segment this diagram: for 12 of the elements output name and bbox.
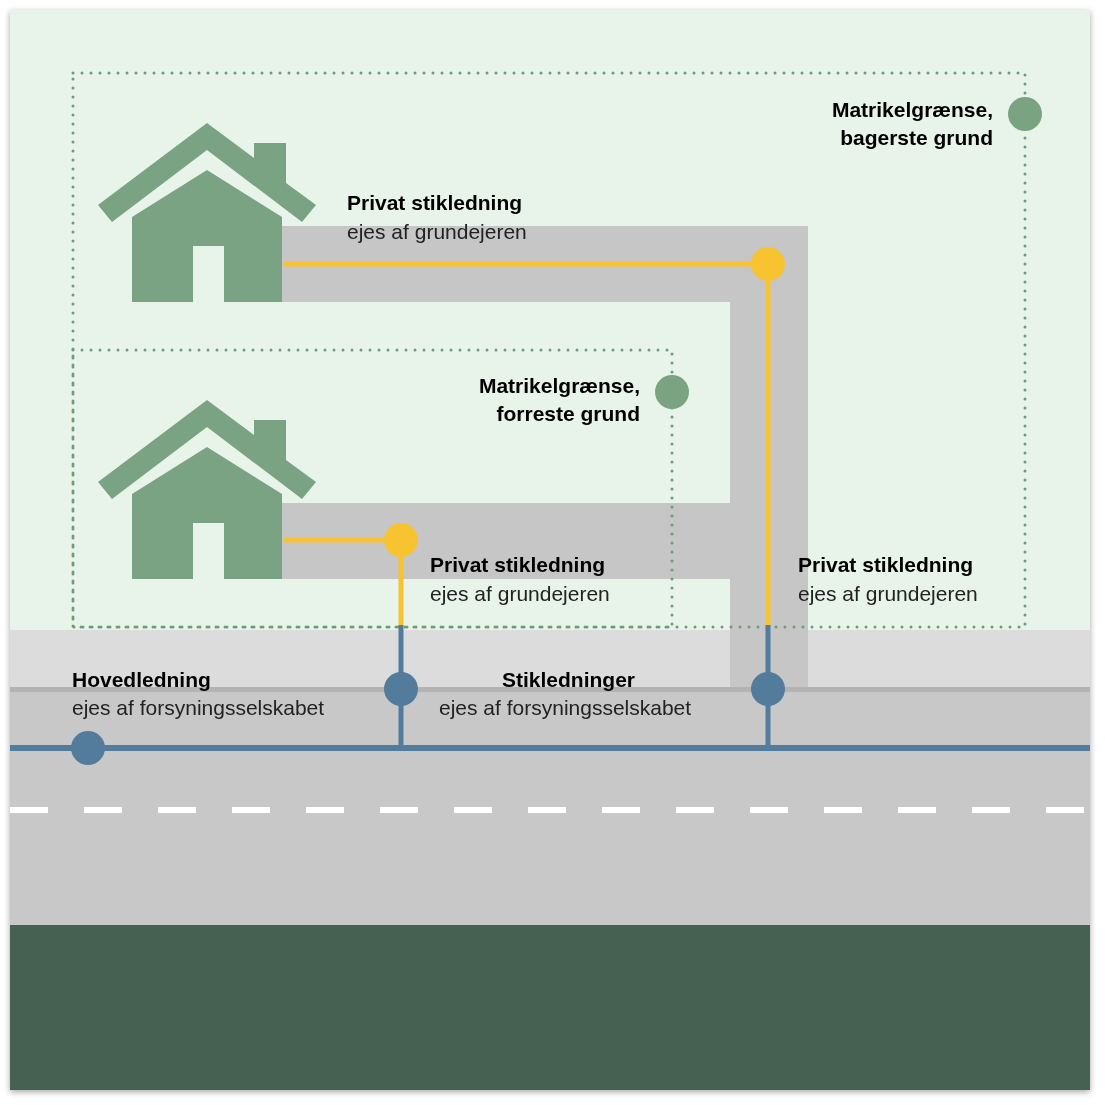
boundary-label: Matrikelgrænse, forreste grund bbox=[477, 373, 640, 427]
boundary-label: Matrikelgrænse, bagerste grund bbox=[830, 97, 993, 151]
owner-note: ejes af forsyningsselskabet bbox=[439, 695, 692, 721]
owner-note: ejes af grundejeren bbox=[798, 581, 978, 607]
pipe-label: Hovedledning bbox=[72, 667, 211, 693]
owner-note: ejes af grundejeren bbox=[430, 581, 610, 607]
owner-note: ejes af forsyningsselskabet bbox=[72, 695, 325, 721]
pipe-label: Privat stikledning bbox=[430, 552, 606, 578]
pipe-label: Stikledninger bbox=[502, 667, 636, 693]
pipe-label: Privat stikledning bbox=[798, 552, 974, 578]
pipe-label: Privat stikledning bbox=[347, 190, 523, 216]
owner-note: ejes af grundejeren bbox=[347, 219, 527, 245]
